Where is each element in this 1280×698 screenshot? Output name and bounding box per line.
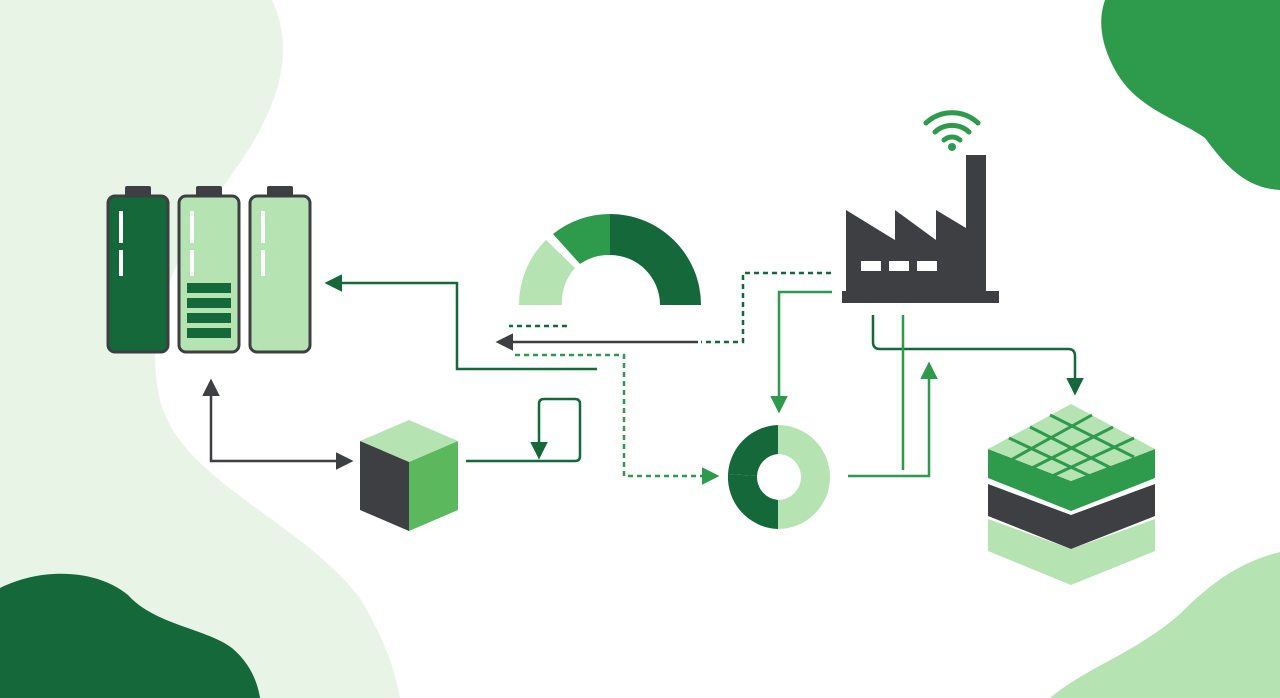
cube-icon (360, 420, 458, 531)
arrow-factory-to-donut (770, 290, 832, 414)
top-right-blob (1101, 0, 1280, 190)
arrow-batteries-to-cube (202, 378, 354, 470)
grid-lines (1008, 413, 1135, 479)
half-donut-gauge-icon (518, 213, 701, 305)
battery-icon (248, 186, 312, 354)
bottom-left-blob (0, 573, 260, 698)
layered-grid-stack-icon (988, 404, 1155, 585)
battery-icon (106, 186, 170, 354)
bottom-right-blob (1050, 552, 1280, 698)
battery-icon (177, 186, 241, 354)
left-pale-blob (0, 0, 400, 698)
donut-chart-icon (727, 425, 830, 529)
arrow-junction-to-cube (466, 397, 582, 463)
dashed-factory-to-gauge (701, 271, 831, 344)
wifi-icon (923, 110, 981, 151)
arrow-junction-to-batteries (324, 274, 597, 371)
battery-charge-bars (187, 283, 231, 338)
arrow-factory-to-layer-stack (871, 315, 1084, 396)
arrow-donut-to-factory (848, 361, 938, 478)
battery-bank (106, 186, 312, 354)
connectors (202, 271, 1084, 485)
factory-icon (842, 155, 999, 303)
dashed-junction-to-donut (515, 353, 720, 485)
